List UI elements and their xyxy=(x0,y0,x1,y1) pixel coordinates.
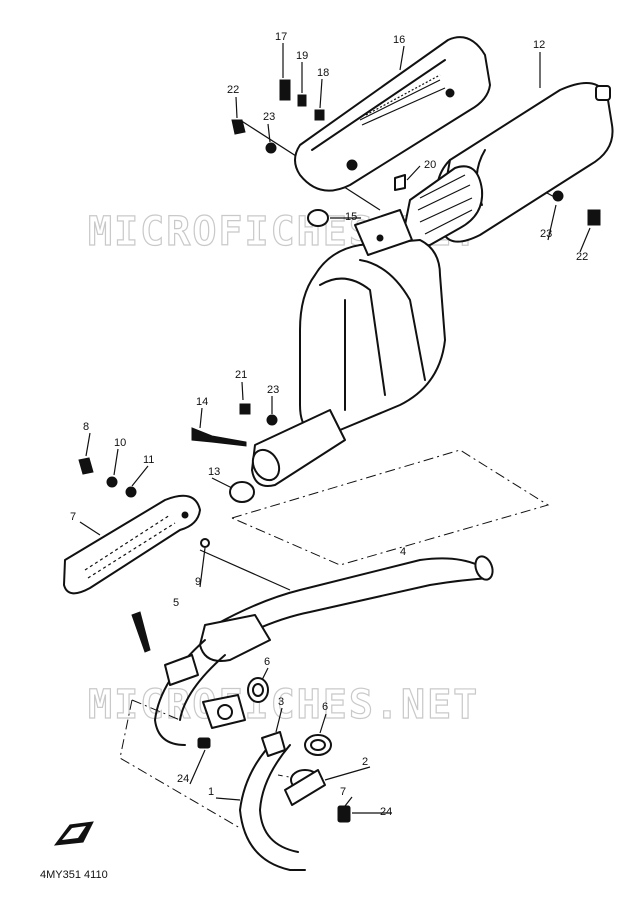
callout-17: 17 xyxy=(275,31,287,43)
callout-20: 20 xyxy=(424,159,436,171)
heat-shield xyxy=(294,36,491,192)
diagram-code: 4MY351 4110 xyxy=(40,869,108,881)
callout-6b: 6 xyxy=(322,701,328,713)
callout-23c: 23 xyxy=(267,384,279,396)
callout-9: 9 xyxy=(195,576,201,588)
callout-24b: 24 xyxy=(380,806,392,818)
front-arrow-icon xyxy=(53,821,94,846)
small-parts xyxy=(78,79,601,823)
callout-13: 13 xyxy=(208,466,220,478)
callout-2: 2 xyxy=(362,756,368,768)
callout-7a: 7 xyxy=(70,511,76,523)
callout-16: 16 xyxy=(393,34,405,46)
watermark-bottom: MICROFICHES.NET xyxy=(88,682,479,728)
callout-24a: 24 xyxy=(177,773,189,785)
callout-22a: 22 xyxy=(227,84,239,96)
callout-12: 12 xyxy=(533,39,545,51)
callout-4: 4 xyxy=(400,546,406,558)
callout-22b: 22 xyxy=(576,251,588,263)
muffler-assembly xyxy=(251,82,614,487)
callout-14: 14 xyxy=(196,396,208,408)
callout-6a: 6 xyxy=(264,656,270,668)
callout-3: 3 xyxy=(278,696,284,708)
header-pipe xyxy=(239,739,326,871)
callout-11: 11 xyxy=(143,454,154,466)
callout-8: 8 xyxy=(83,421,89,433)
callout-labels: 1 2 3 4 5 6 6 7 7 8 9 10 11 12 13 14 15 … xyxy=(70,31,588,818)
callout-23a: 23 xyxy=(263,111,275,123)
callout-7b: 7 xyxy=(340,786,346,798)
callout-5: 5 xyxy=(173,597,179,609)
leader-lines xyxy=(79,43,591,814)
callout-15: 15 xyxy=(345,211,357,223)
callout-18: 18 xyxy=(317,67,329,79)
callout-10: 10 xyxy=(114,437,126,449)
callout-19: 19 xyxy=(296,50,308,62)
front-heat-shield xyxy=(63,494,201,595)
callout-21: 21 xyxy=(235,369,247,381)
callout-1: 1 xyxy=(208,786,214,798)
